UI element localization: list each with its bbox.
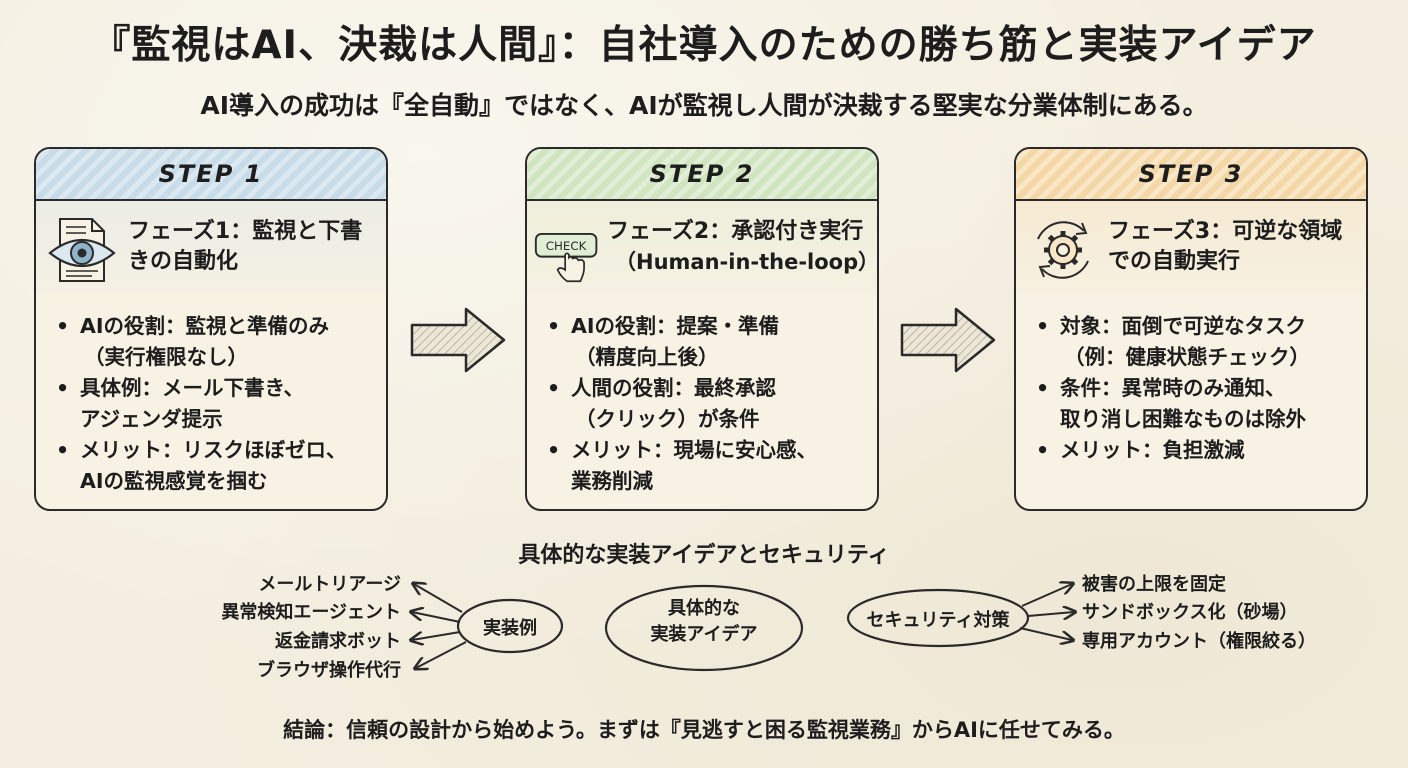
center-node-label: 具体的な 実装アイデア xyxy=(650,598,758,645)
gear-cycle-icon xyxy=(1037,221,1089,279)
left-item-3: 返金請求ボット xyxy=(275,631,401,652)
left-item-4: ブラウザ操作代行 xyxy=(257,660,401,681)
left-item-1: メールトリアージ xyxy=(258,574,401,595)
phase-header: CHECK フェーズ2：承認付き実行 （Human-in-the-loop） xyxy=(527,201,877,293)
conclusion: 結論：信頼の設計から始めよう。まずは『見逃すと困る監視業務』からAIに任せてみる… xyxy=(283,718,1125,742)
phase-title: フェーズ2：承認付き実行 （Human-in-the-loop） xyxy=(607,219,879,274)
page-subtitle: AI導入の成功は『全自動』ではなく、AIが監視し人間が決裁する堅実な分業体制にあ… xyxy=(200,91,1208,120)
phase-title: フェーズ1：監視と下書 きの自動化 xyxy=(128,219,363,274)
list-item: • AIの役割：監視と準備のみ（実行権限なし） xyxy=(56,314,329,369)
list-item: • 具体例：メール下書き、アジェンダ提示 xyxy=(56,376,305,431)
bullet-list: • 対象：面倒で可逆なタスク（例：健康状態チェック） • 条件：異常時のみ通知、… xyxy=(1036,311,1366,466)
phase-header: フェーズ3：可逆な領域 での自動実行 xyxy=(1016,201,1366,293)
right-node-label: セキュリティ対策 xyxy=(866,610,1010,631)
list-item: • 条件：異常時のみ通知、取り消し困難なものは除外 xyxy=(1036,376,1306,431)
check-button-hand-icon: CHECK xyxy=(534,232,598,283)
left-node-label: 実装例 xyxy=(483,618,537,639)
bullet-list: • AIの役割：提案・準備（精度向上後） • 人間の役割：最終承認（クリック）が… xyxy=(547,311,877,497)
bullet-list: • AIの役割：監視と準備のみ（実行権限なし） • 具体例：メール下書き、アジェ… xyxy=(56,311,386,497)
arrow-right-icon xyxy=(410,307,506,373)
step-card-3: STEP 3 フェー xyxy=(1014,147,1368,511)
step-label: STEP 2 xyxy=(527,149,877,201)
list-item: • 人間の役割：最終承認（クリック）が条件 xyxy=(547,376,776,431)
document-eye-icon xyxy=(48,218,116,282)
list-item: • メリット：リスクほぼゼロ、AIの監視感覚を掴む xyxy=(56,438,347,493)
list-item: • メリット：負担激減 xyxy=(1036,438,1245,462)
phase-header: フェーズ1：監視と下書 きの自動化 xyxy=(36,201,386,293)
right-item-2: サンドボックス化（砂場） xyxy=(1082,602,1298,623)
right-item-3: 専用アカウント（権限絞る） xyxy=(1082,631,1316,652)
step-label: STEP 1 xyxy=(36,149,386,201)
ideas-title: 具体的な実装アイデアとセキュリティ xyxy=(518,543,890,568)
right-item-1: 被害の上限を固定 xyxy=(1082,574,1226,595)
mind-map-lines xyxy=(0,560,1408,672)
step-card-1: STEP 1 フェーズ1：監視と下書 きの自動化 • AIの役割：監視と準備のみ… xyxy=(34,147,388,511)
list-item: • AIの役割：提案・準備（精度向上後） xyxy=(547,314,779,369)
list-item: • メリット：現場に安心感、業務削減 xyxy=(547,438,817,493)
left-item-2: 異常検知エージェント xyxy=(221,602,401,623)
step-card-2: STEP 2 CHECK フェーズ2：承認付き実行 （Human-in-the-… xyxy=(525,147,879,511)
list-item: • 対象：面倒で可逆なタスク（例：健康状態チェック） xyxy=(1036,314,1310,369)
page-title: 『監視はAI、決裁は人間』：自社導入のための勝ち筋と実装アイデア xyxy=(91,23,1317,68)
step-label: STEP 3 xyxy=(1016,149,1366,201)
arrow-right-icon xyxy=(900,307,996,373)
phase-title: フェーズ3：可逆な領域 での自動実行 xyxy=(1108,219,1343,274)
svg-text:CHECK: CHECK xyxy=(546,239,587,253)
